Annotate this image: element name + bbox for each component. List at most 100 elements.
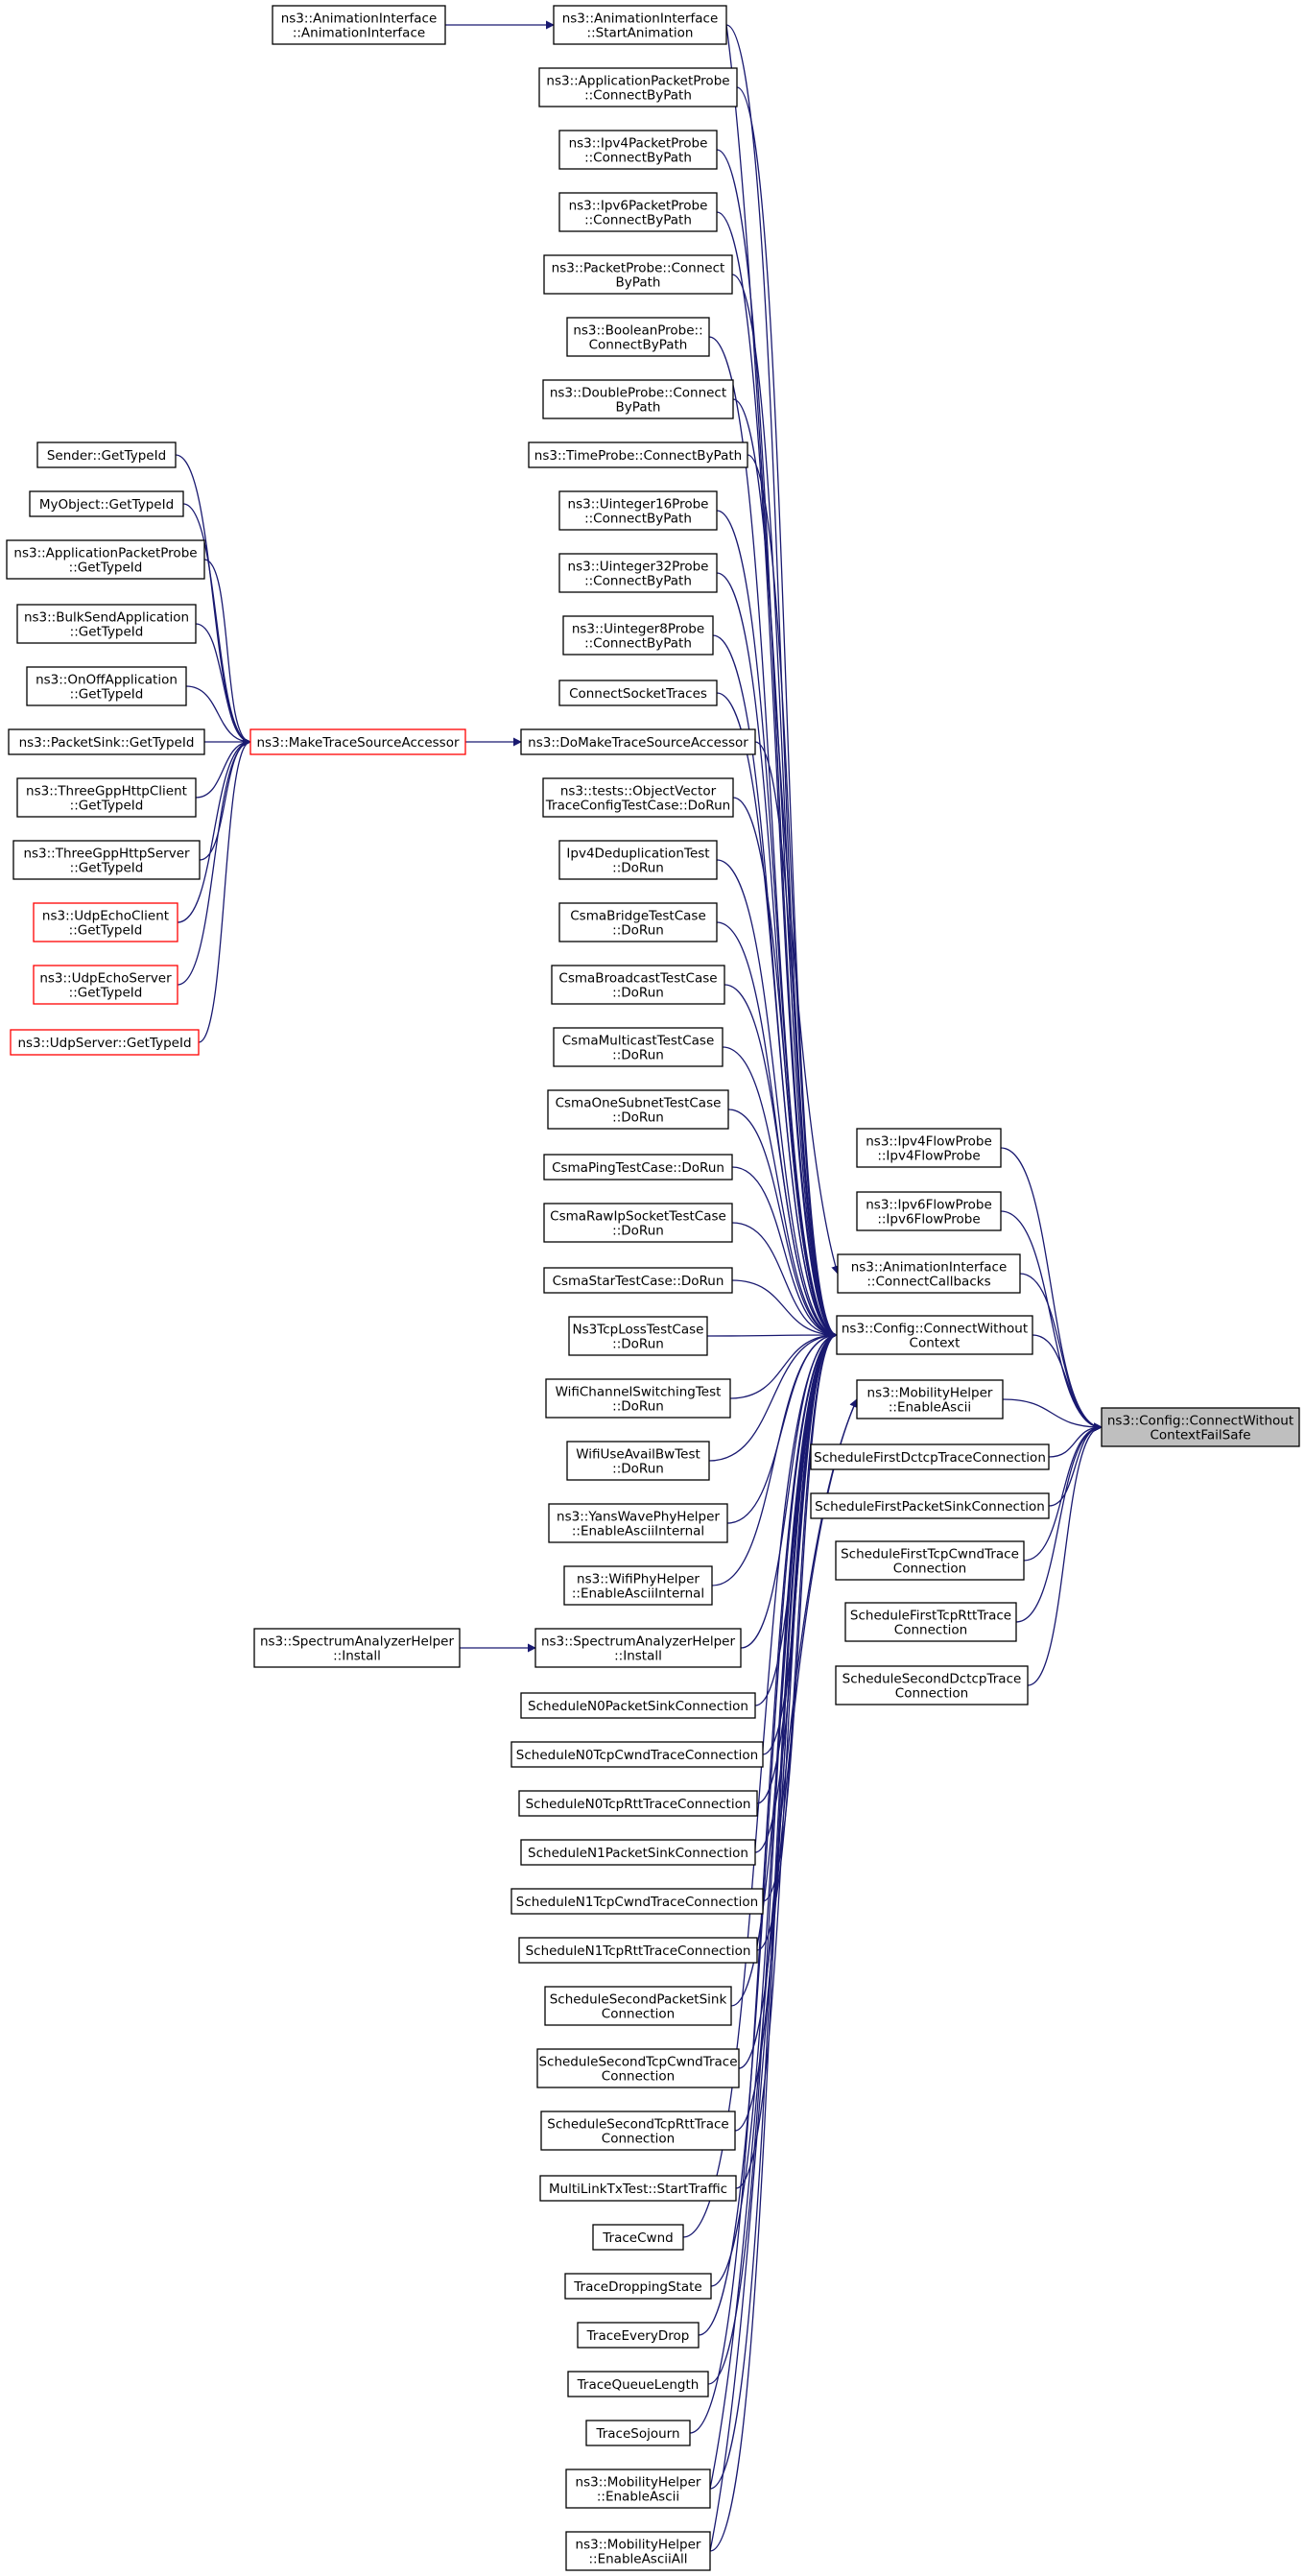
node-box	[810, 1443, 1050, 1470]
node-on-off-gti[interactable]: ns3::OnOffApplication::GetTypeId	[26, 666, 187, 706]
node-label: ns3::Uinteger8Probe	[572, 622, 704, 637]
node-box	[566, 1441, 710, 1481]
node-wifi-channel-switching-test[interactable]: WifiChannelSwitchingTest::DoRun	[545, 1378, 731, 1419]
node-label: Connection	[894, 1623, 967, 1638]
node-csma-bridge-test[interactable]: CsmaBridgeTestCase::DoRun	[558, 902, 718, 942]
edge-sched_first_packet_sink-to-target	[1048, 1422, 1103, 1507]
node-boolean-probe-cbp[interactable]: ns3::BooleanProbe::ConnectByPath	[566, 317, 710, 357]
node-sched-n1-packet-sink[interactable]: ScheduleN1PacketSinkConnection	[520, 1839, 756, 1866]
node-ns3-tcp-loss-test[interactable]: Ns3TcpLossTestCase::DoRun	[568, 1316, 708, 1356]
node-box	[536, 2048, 740, 2088]
node-mobility-enable-ascii-all[interactable]: ns3::MobilityHelper::EnableAsciiAll	[565, 2531, 711, 2571]
node-multilink-start-traffic[interactable]: MultiLinkTxTest::StartTraffic	[539, 2175, 737, 2202]
node-bulk-send-gti[interactable]: ns3::BulkSendApplication::GetTypeId	[16, 604, 197, 644]
node-csma-raw-ip-test[interactable]: CsmaRawIpSocketTestCase::DoRun	[543, 1203, 733, 1243]
node-ipv4-dedup-test[interactable]: Ipv4DeduplicationTest::DoRun	[558, 840, 718, 880]
node-box	[563, 1565, 713, 1606]
node-box	[16, 777, 197, 818]
edge-mobility_enable_ascii_all-to-connect_without_context	[709, 1330, 838, 2552]
node-label: ns3::BooleanProbe::	[573, 323, 702, 339]
node-udp-echo-server-gti[interactable]: ns3::UdpEchoServer::GetTypeId	[33, 965, 178, 1005]
node-my-object-get-type-id[interactable]: MyObject::GetTypeId	[29, 490, 184, 517]
node-sched-n0-packet-sink[interactable]: ScheduleN0PacketSinkConnection	[520, 1692, 756, 1719]
node-label: ::EnableAsciiInternal	[572, 1586, 704, 1602]
node-label: ns3::tests::ObjectVector	[560, 784, 717, 799]
node-sched-first-packet-sink[interactable]: ScheduleFirstPacketSinkConnection	[810, 1492, 1050, 1519]
node-sched-n0-tcp-cwnd[interactable]: ScheduleN0TcpCwndTraceConnection	[510, 1741, 764, 1768]
node-mobility-enable-ascii-bottom[interactable]: ns3::MobilityHelper::EnableAscii	[565, 2469, 711, 2509]
node-box	[542, 379, 734, 419]
node-csma-star-test[interactable]: CsmaStarTestCase::DoRun	[543, 1267, 733, 1294]
node-sched-n1-tcp-rtt[interactable]: ScheduleN1TcpRttTraceConnection	[518, 1937, 758, 1964]
edge-three_gpp_server_gti-to-make_trace_source_accessor	[199, 737, 251, 861]
node-three-gpp-server-gti[interactable]: ns3::ThreeGppHttpServer::GetTypeId	[12, 840, 201, 880]
node-mobility-enable-ascii-right[interactable]: ns3::MobilityHelper::EnableAscii	[856, 1379, 1004, 1419]
node-label: ::ConnectByPath	[584, 151, 692, 166]
node-label: ns3::DoubleProbe::Connect	[550, 386, 726, 401]
node-csma-ping-test[interactable]: CsmaPingTestCase::DoRun	[543, 1154, 733, 1181]
node-csma-one-subnet-test[interactable]: CsmaOneSubnetTestCase::DoRun	[547, 1089, 729, 1130]
node-box	[26, 666, 187, 706]
node-sched-n0-tcp-rtt[interactable]: ScheduleN0TcpRttTraceConnection	[518, 1790, 758, 1817]
node-trace-cwnd[interactable]: TraceCwnd	[592, 2224, 684, 2251]
node-box	[565, 2531, 711, 2571]
node-app-packet-probe-cbp[interactable]: ns3::ApplicationPacketProbe::ConnectByPa…	[538, 67, 738, 107]
node-label: WifiUseAvailBwTest	[576, 1447, 700, 1463]
node-label: ScheduleFirstTcpRttTrace	[850, 1609, 1011, 1624]
node-double-probe-cbp[interactable]: ns3::DoubleProbe::ConnectByPath	[542, 379, 734, 419]
node-three-gpp-client-gti[interactable]: ns3::ThreeGppHttpClient::GetTypeId	[16, 777, 197, 818]
node-box	[567, 2371, 709, 2397]
node-label: ::EnableAsciiAll	[588, 2552, 687, 2567]
node-packet-sink-gti[interactable]: ns3::PacketSink::GetTypeId	[8, 728, 205, 755]
node-packet-probe-cbp[interactable]: ns3::PacketProbe::ConnectByPath	[543, 254, 733, 295]
node-trace-dropping-state[interactable]: TraceDroppingState	[564, 2273, 712, 2300]
node-box	[543, 1267, 733, 1294]
node-udp-server-gti[interactable]: ns3::UdpServer::GetTypeId	[10, 1029, 200, 1056]
node-connect-socket-traces[interactable]: ConnectSocketTraces	[558, 680, 718, 706]
node-object-vector-test[interactable]: ns3::tests::ObjectVectorTraceConfigTestC…	[542, 777, 734, 818]
node-label: Connection	[893, 1562, 966, 1577]
node-trace-sojourn[interactable]: TraceSojourn	[585, 2420, 691, 2446]
node-time-probe-cbp[interactable]: ns3::TimeProbe::ConnectByPath	[528, 441, 748, 468]
node-ipv6-flow-probe[interactable]: ns3::Ipv6FlowProbe::Ipv6FlowProbe	[856, 1191, 1002, 1231]
node-uint8-probe-cbp[interactable]: ns3::Uinteger8Probe::ConnectByPath	[562, 615, 714, 656]
node-spectrum-install-left[interactable]: ns3::SpectrumAnalyzerHelper::Install	[253, 1628, 461, 1668]
node-csma-broadcast-test[interactable]: CsmaBroadcastTestCase::DoRun	[551, 965, 725, 1005]
node-trace-every-drop[interactable]: TraceEveryDrop	[577, 2322, 700, 2349]
node-label: ns3::BulkSendApplication	[24, 610, 189, 626]
node-make-trace-source-accessor[interactable]: ns3::MakeTraceSourceAccessor	[249, 728, 466, 755]
node-anim-ctor[interactable]: ns3::AnimationInterface::AnimationInterf…	[272, 5, 446, 45]
node-label: ::GetTypeId	[70, 687, 144, 703]
node-wifi-phy-enable-ascii[interactable]: ns3::WifiPhyHelper::EnableAsciiInternal	[563, 1565, 713, 1606]
node-app-packet-probe-gti[interactable]: ns3::ApplicationPacketProbe::GetTypeId	[6, 539, 205, 580]
node-ipv6-packet-probe-cbp[interactable]: ns3::Ipv6PacketProbe::ConnectByPath	[558, 192, 718, 232]
node-sched-first-dctcp[interactable]: ScheduleFirstDctcpTraceConnection	[810, 1443, 1050, 1470]
node-wifi-use-avail-bw-test[interactable]: WifiUseAvailBwTest::DoRun	[566, 1441, 710, 1481]
node-sched-n1-tcp-cwnd[interactable]: ScheduleN1TcpCwndTraceConnection	[510, 1888, 764, 1915]
node-anim-start[interactable]: ns3::AnimationInterface::StartAnimation	[553, 5, 727, 45]
node-spectrum-install-mid[interactable]: ns3::SpectrumAnalyzerHelper::Install	[534, 1628, 742, 1668]
node-uint16-probe-cbp[interactable]: ns3::Uinteger16Probe::ConnectByPath	[558, 490, 718, 531]
node-box	[6, 539, 205, 580]
node-sender-get-type-id[interactable]: Sender::GetTypeId	[36, 441, 177, 468]
node-uint32-probe-cbp[interactable]: ns3::Uinteger32Probe::ConnectByPath	[558, 553, 718, 593]
node-label: ScheduleSecondDctcpTrace	[842, 1672, 1022, 1687]
node-csma-multicast-test[interactable]: CsmaMulticastTestCase::DoRun	[553, 1027, 724, 1067]
node-do-make-trace-source-accessor[interactable]: ns3::DoMakeTraceSourceAccessor	[520, 728, 756, 755]
node-ipv4-flow-probe[interactable]: ns3::Ipv4FlowProbe::Ipv4FlowProbe	[856, 1128, 1002, 1168]
node-box	[520, 728, 756, 755]
edge-ipv6_flow_probe-to-target	[1000, 1210, 1103, 1432]
node-trace-queue-length[interactable]: TraceQueueLength	[567, 2371, 709, 2397]
node-anim-connect-callbacks[interactable]: ns3::AnimationInterface::ConnectCallback…	[837, 1253, 1021, 1294]
node-ipv4-packet-probe-cbp[interactable]: ns3::Ipv4PacketProbe::ConnectByPath	[558, 130, 718, 170]
node-udp-echo-client-gti[interactable]: ns3::UdpEchoClient::GetTypeId	[33, 902, 178, 942]
node-target[interactable]: ns3::Config::ConnectWithoutContextFailSa…	[1101, 1407, 1300, 1447]
node-yans-wave-enable-ascii[interactable]: ns3::YansWavePhyHelper::EnableAsciiInter…	[548, 1503, 728, 1543]
